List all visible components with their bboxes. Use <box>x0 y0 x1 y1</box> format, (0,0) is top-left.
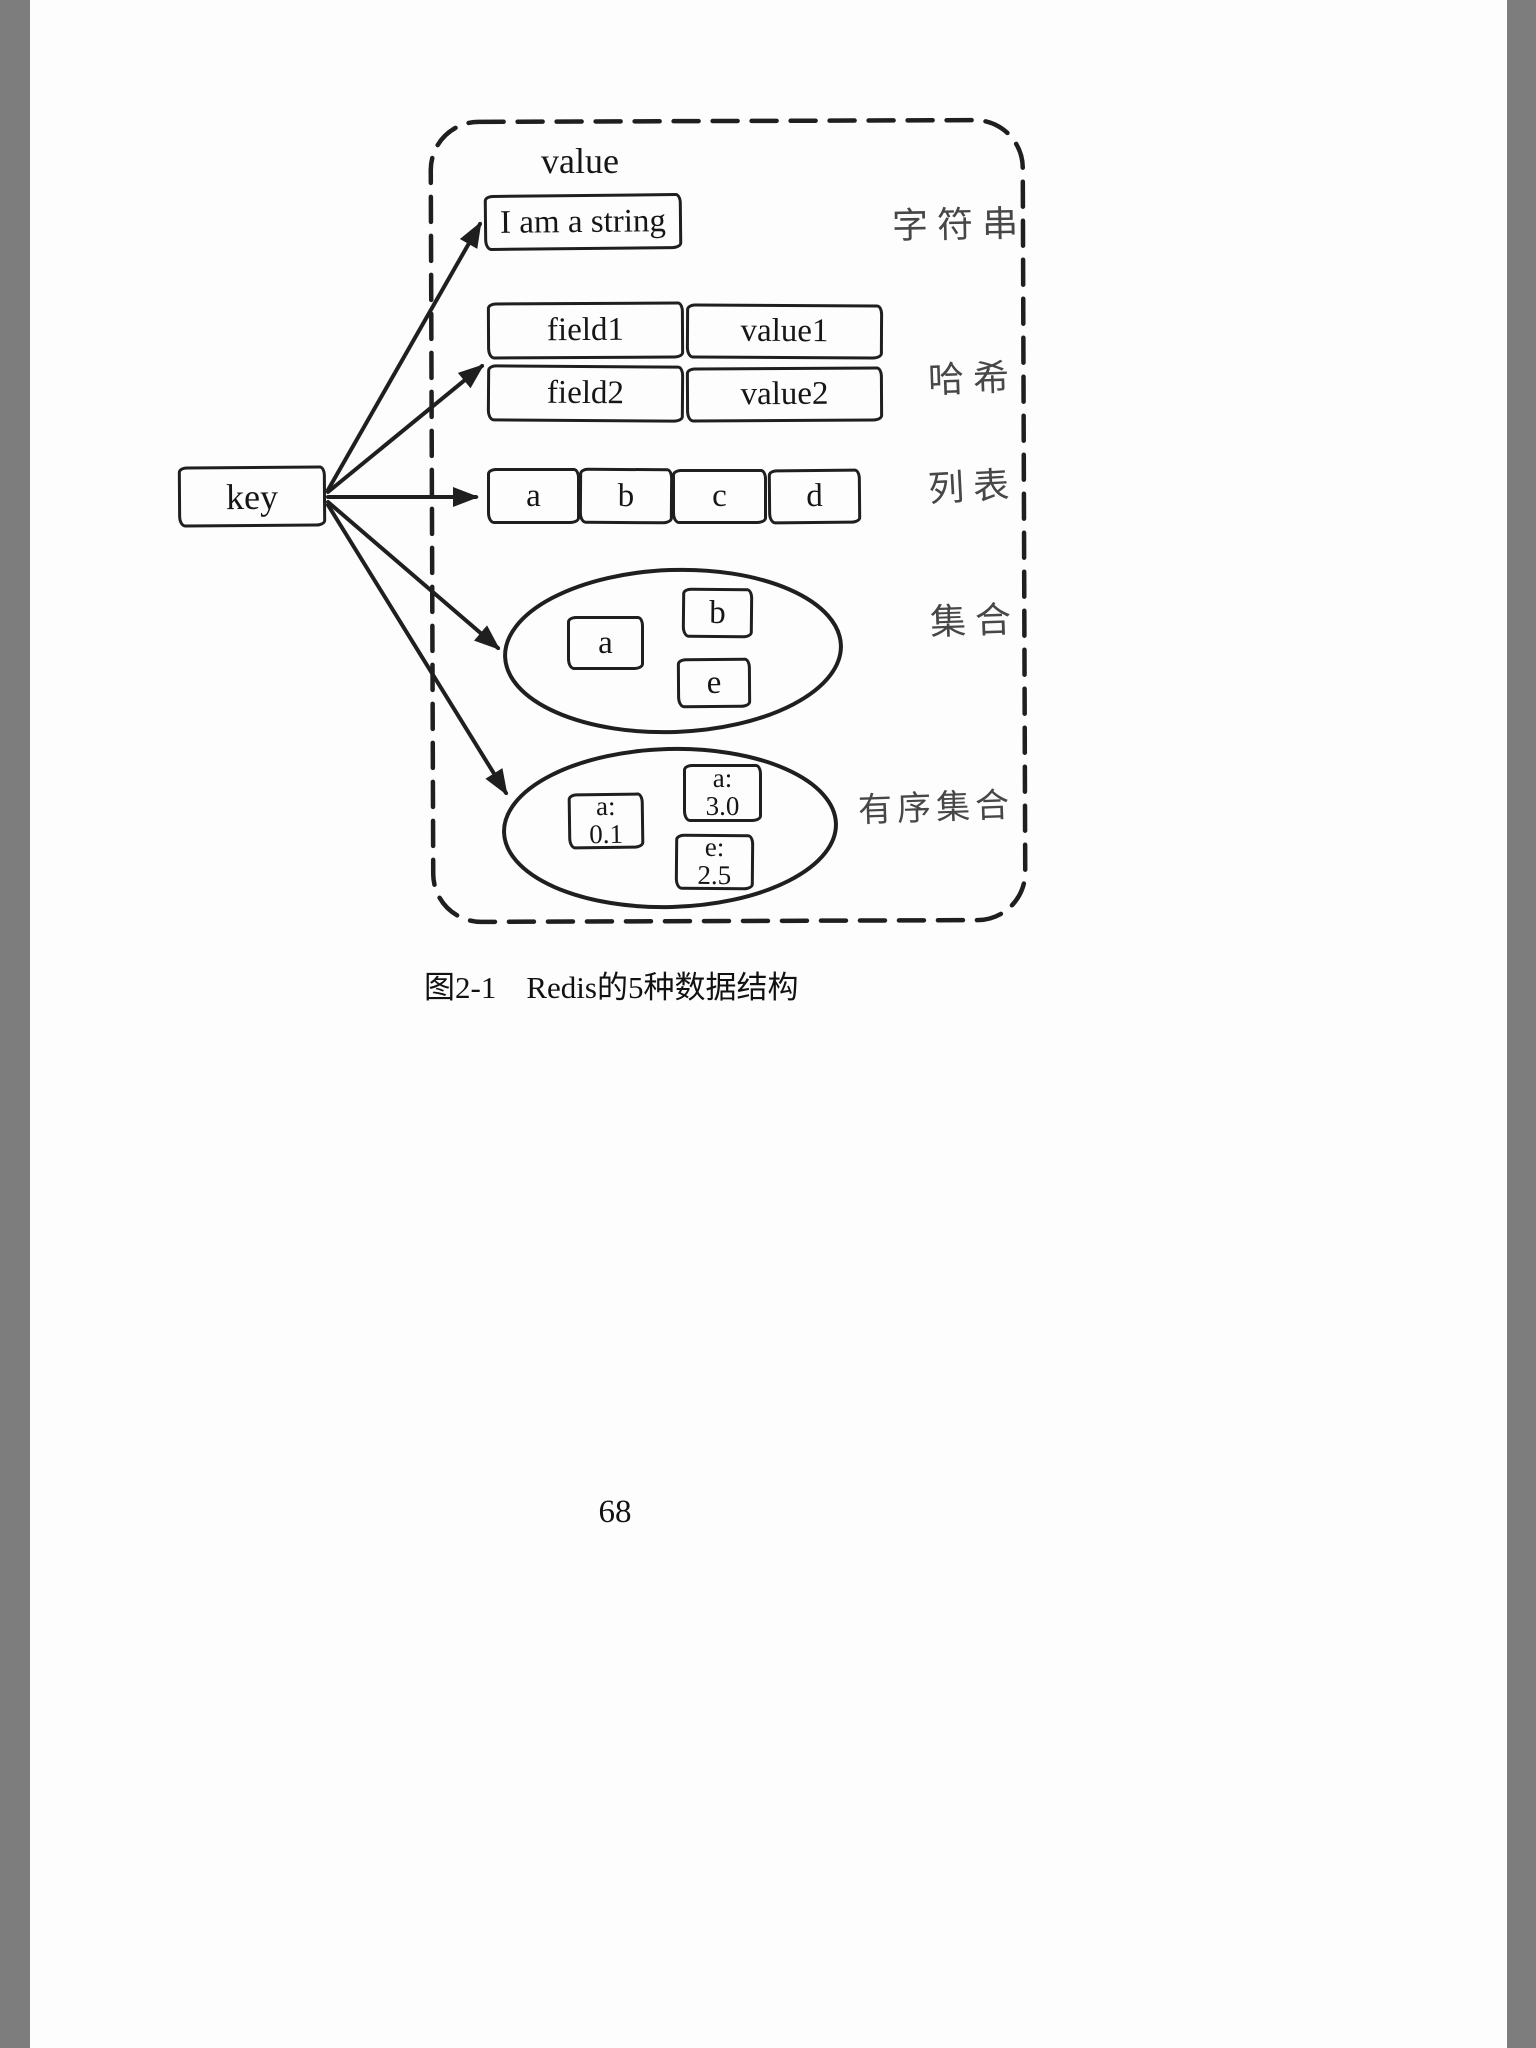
member-name: a: <box>595 791 616 822</box>
arrow-key-to-hash <box>326 364 485 494</box>
list-cell-c: c <box>672 469 767 524</box>
member-score: 3.0 <box>705 791 740 821</box>
member-score: 2.5 <box>697 859 732 891</box>
type-label-hash: 哈希 <box>927 357 1019 401</box>
hash-field2-box: field2 <box>486 364 685 423</box>
figure-caption-title: Redis的5种数据结构 <box>526 970 799 1005</box>
sorted-set-member-box: a: 0.1 <box>567 791 645 850</box>
hash-value2-box: value2 <box>685 366 884 423</box>
arrow-key-to-string <box>326 221 482 492</box>
member-name: e: <box>704 832 725 863</box>
member-name: a: <box>712 763 733 794</box>
list-cell-b: b <box>578 467 674 525</box>
key-box: key <box>177 465 327 528</box>
type-label-list: 列表 <box>927 464 1020 510</box>
book-page: value I am a string 字符串 field1 value1 fi… <box>30 0 1507 2048</box>
list-cell-d: d <box>767 468 862 525</box>
arrow-key-to-sorted-set <box>326 503 508 796</box>
hash-field1-box: field1 <box>486 301 685 360</box>
value-column-header: value <box>541 141 619 181</box>
sorted-set-member-box: e: 2.5 <box>674 832 755 891</box>
string-value-box: I am a string <box>483 192 683 252</box>
figure-caption-number: 图2-1 <box>424 970 497 1005</box>
figure-caption: 图2-1 Redis的5种数据结构 <box>424 962 798 1007</box>
type-label-sorted-set: 有序集合 <box>857 787 1015 830</box>
set-ellipse <box>503 567 843 735</box>
set-member-b-box: b <box>681 587 754 639</box>
page-number: 68 <box>598 1494 632 1530</box>
member-score: 0.1 <box>589 818 624 850</box>
hash-value1-box: value1 <box>685 303 884 360</box>
list-cell-a: a <box>487 468 580 524</box>
set-member-a-box: a <box>567 616 644 670</box>
type-label-string: 字符串 <box>891 203 1028 247</box>
sorted-set-ellipse <box>502 746 838 910</box>
set-member-e-box: e <box>676 657 752 709</box>
type-label-set: 集合 <box>929 599 1021 643</box>
sorted-set-member-box: a: 3.0 <box>683 764 762 822</box>
arrow-key-to-set <box>326 500 501 650</box>
